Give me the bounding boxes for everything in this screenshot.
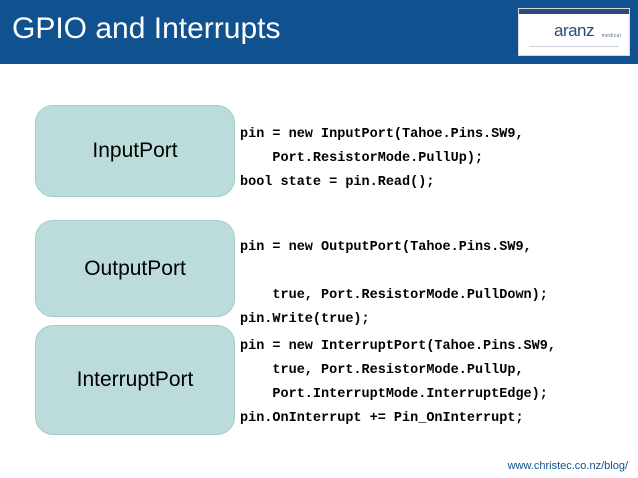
pill-label-interrupt-port: InterruptPort — [76, 368, 194, 391]
code-interrupt-port: pin = new InterruptPort(Tahoe.Pins.SW9, … — [240, 339, 556, 426]
code-input-port: pin = new InputPort(Tahoe.Pins.SW9, Port… — [240, 127, 524, 190]
pill-input-port: InputPort — [35, 105, 235, 197]
logo-subtext: medical — [601, 33, 621, 39]
logo-divider — [529, 46, 619, 47]
block-input-port: InputPort pin = new InputPort(Tahoe.Pins… — [0, 105, 638, 205]
pill-output-port: OutputPort — [35, 220, 235, 317]
block-interrupt-port: InterruptPort pin = new InterruptPort(Ta… — [0, 325, 638, 440]
logo-top-bar — [519, 9, 629, 14]
block-output-port: OutputPort pin = new OutputPort(Tahoe.Pi… — [0, 220, 638, 327]
slide-header: GPIO and Interrupts aranz medical — [0, 0, 638, 64]
pill-interrupt-port: InterruptPort — [35, 325, 235, 435]
page-title: GPIO and Interrupts — [12, 12, 281, 45]
pill-label-input-port: InputPort — [92, 139, 178, 162]
footer-url-link[interactable]: www.christec.co.nz/blog/ — [507, 460, 628, 472]
pill-label-output-port: OutputPort — [84, 256, 186, 280]
aranz-logo: aranz medical — [518, 8, 630, 56]
logo-wordmark: aranz — [553, 21, 595, 40]
code-output-port: pin = new OutputPort(Tahoe.Pins.SW9, tru… — [240, 240, 548, 327]
